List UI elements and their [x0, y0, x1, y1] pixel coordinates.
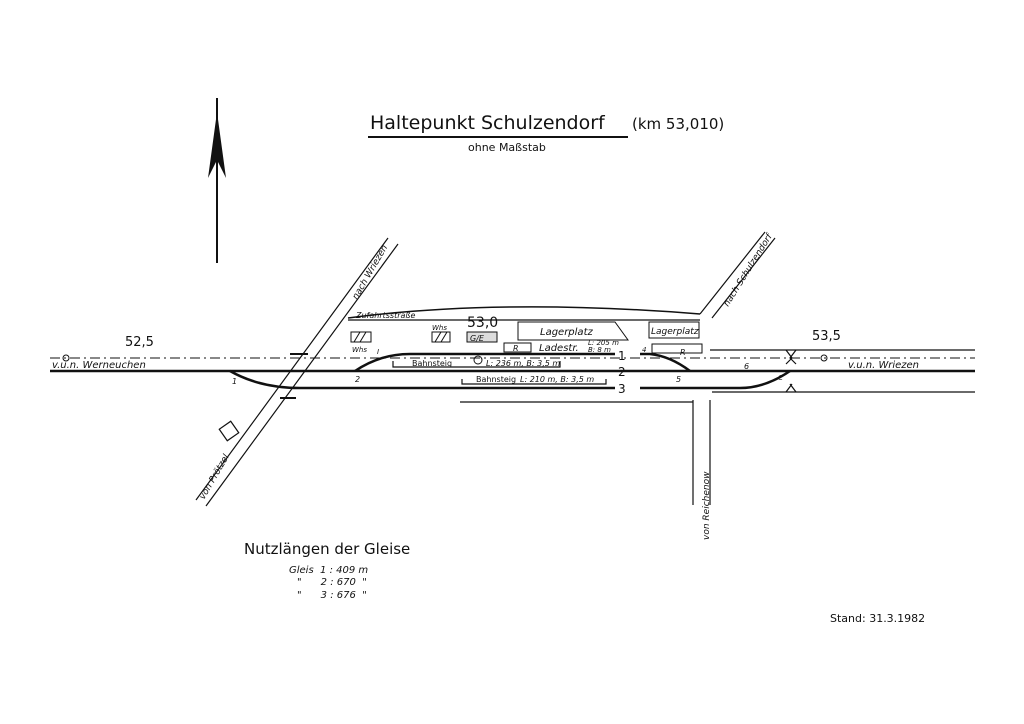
direction-wriezen: v.u.n. Wriezen: [848, 360, 919, 371]
switch-5: 5: [676, 375, 681, 384]
platform-2: Bahnsteig L: 210 m, B: 3,5 m: [461, 375, 607, 385]
svg-text:L: 210 m, B: 3,5 m: L: 210 m, B: 3,5 m: [520, 375, 594, 384]
platform-1: Bahnsteig L: 236 m, B: 3,5 m: [392, 359, 561, 368]
svg-text:Lagerplatz: Lagerplatz: [540, 327, 593, 338]
road-nach-schulzendorf: nach Schulzendorf: [722, 231, 776, 309]
switch-4: 4: [642, 346, 646, 354]
svg-text:G/E: G/E: [470, 334, 485, 343]
north-arrow-icon: [208, 98, 226, 263]
road-nach-wriezen: nach Wriezen: [351, 243, 390, 301]
building-whs-2: Whs: [431, 324, 451, 343]
road-zufahrt: Zufahrtsstraße: [355, 311, 415, 320]
lagerplatz-1: Lagerplatz: [517, 321, 629, 341]
road-von-reichenow: von Reichenow: [702, 471, 712, 540]
ladestrasse-width: B: 8 m: [588, 346, 611, 354]
ramp-1: R: [503, 342, 532, 353]
ladestrasse-length: L: 205 m: [588, 339, 619, 347]
legend-heading: Nutzlängen der Gleise: [244, 540, 410, 558]
ladestrasse-label: Ladestr.: [539, 343, 579, 354]
track-label-1: 1: [618, 349, 626, 363]
tracks: [50, 352, 975, 390]
building-whs-1: Whs: [350, 331, 372, 354]
building-gue: G/E: [466, 331, 498, 343]
svg-text:Lagerplatz: Lagerplatz: [651, 327, 699, 337]
km-mark-53-0: 53,0: [467, 315, 498, 331]
svg-text:R: R: [680, 348, 686, 357]
svg-text:R: R: [513, 344, 519, 353]
road-schulzendorf-reichenow: [460, 231, 975, 505]
access-road: [347, 306, 701, 321]
track-label-3: 3: [618, 382, 626, 396]
track-1: [354, 352, 615, 373]
track-label-2: 2: [618, 365, 626, 379]
switch-C: C: [778, 374, 783, 382]
legend-row-1: Gleis 1 : 409 m: [289, 565, 368, 576]
switch-1: 1: [232, 377, 237, 386]
svg-text:L: 236 m, B: 3,5 m: L: 236 m, B: 3,5 m: [486, 359, 560, 368]
page-title: Haltepunkt Schulzendorf: [370, 112, 606, 134]
ramp-2: R: [651, 343, 703, 357]
switch-I: I: [377, 348, 379, 356]
km-mark-53-5: 53,5: [812, 329, 841, 344]
svg-text:Whs: Whs: [352, 346, 367, 354]
track-3: [229, 369, 615, 390]
subtitle: ohne Maßstab: [468, 141, 546, 154]
svg-text:Bahnsteig: Bahnsteig: [412, 359, 452, 368]
road-wriezen-proetzel: [195, 237, 399, 507]
svg-text:Whs: Whs: [432, 324, 447, 332]
direction-werneuchen: v.u.n. Werneuchen: [52, 360, 146, 371]
switch-2: 2: [355, 375, 360, 384]
stand-date: Stand: 31.3.1982: [830, 612, 925, 625]
legend-row-3: " 3 : 676 ": [297, 590, 367, 601]
svg-text:Bahnsteig: Bahnsteig: [476, 375, 516, 384]
km-mark-52-5: 52,5: [125, 335, 154, 350]
lagerplatz-2: Lagerplatz: [648, 321, 700, 339]
legend-row-2: " 2 : 670 ": [297, 577, 367, 588]
switch-6: 6: [744, 362, 749, 371]
title-km: (km 53,010): [632, 115, 724, 133]
